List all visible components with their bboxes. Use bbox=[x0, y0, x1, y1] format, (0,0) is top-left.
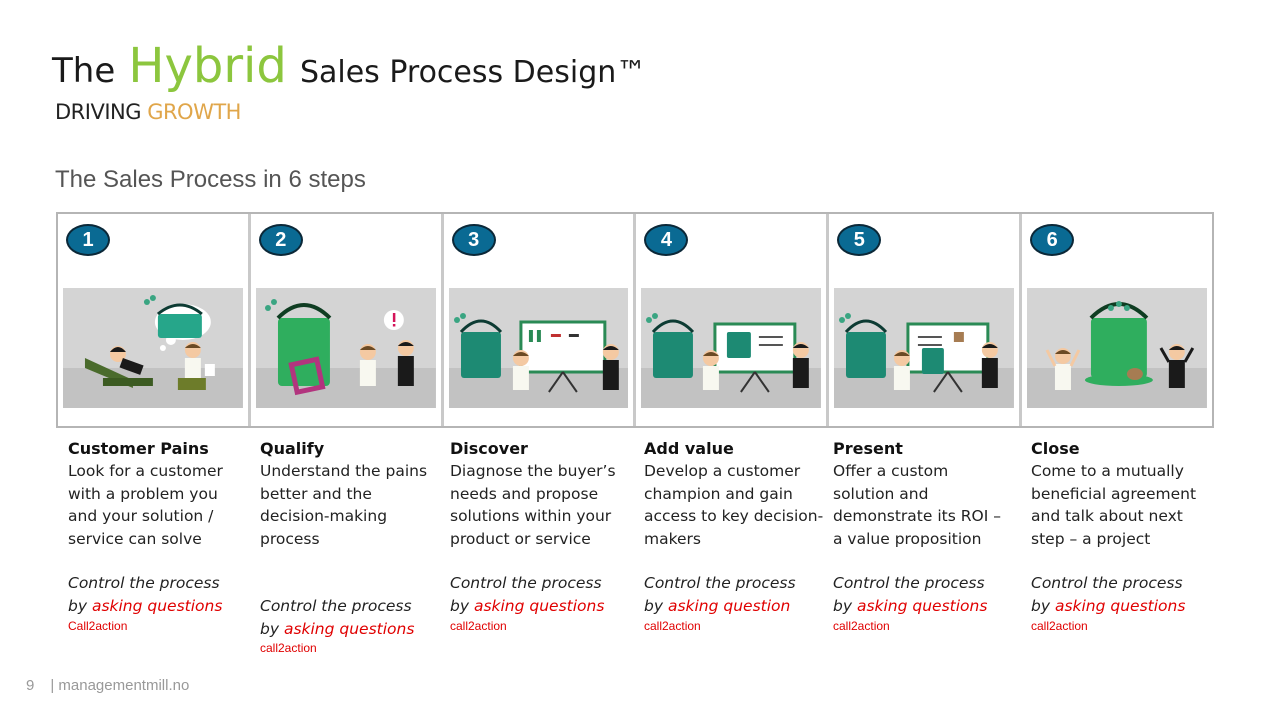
step-panel-5: 5 bbox=[829, 214, 1023, 426]
title-hybrid: Hybrid bbox=[128, 38, 287, 94]
step-panel-2: 2 bbox=[251, 214, 444, 426]
step-panel-3: 3 bbox=[444, 214, 637, 426]
discover-illustration bbox=[448, 288, 629, 408]
steps-illustration-strip: 1 2 bbox=[56, 212, 1214, 428]
section-subtitle: The Sales Process in 6 steps bbox=[55, 166, 366, 193]
step-number-badge: 3 bbox=[451, 224, 496, 256]
asking-questions-text: asking questions bbox=[856, 596, 988, 615]
step-body: Diagnose the buyer’s needs and propose s… bbox=[450, 462, 616, 548]
control-by: by bbox=[450, 596, 470, 615]
step-panel-6: 6 bbox=[1022, 214, 1212, 426]
call2action-label: call2action bbox=[644, 618, 701, 633]
control-line-1: Control the process bbox=[68, 574, 220, 593]
control-by: by bbox=[644, 596, 664, 615]
call2action-label: call2action bbox=[833, 618, 890, 633]
step-body: Develop a customer champion and gain acc… bbox=[644, 462, 824, 548]
control-process-note: Control the process by asking questions bbox=[833, 572, 1013, 617]
tagline-growth: GROWTH bbox=[147, 100, 241, 124]
call2action-label: Call2action bbox=[68, 618, 128, 633]
control-by: by bbox=[833, 596, 853, 615]
slide-footer: 9 | managementmill.no bbox=[26, 677, 189, 694]
step-description-2: Qualify Understand the pains better and … bbox=[260, 438, 440, 656]
asking-questions-text: asking questions bbox=[1054, 596, 1186, 615]
control-process-note: Control the process by asking questions bbox=[68, 572, 248, 617]
control-by: by bbox=[1031, 596, 1051, 615]
close-illustration bbox=[1027, 288, 1207, 408]
call2action-label: call2action bbox=[450, 618, 507, 633]
control-process-note: Control the process by asking question bbox=[644, 572, 824, 617]
control-line-1: Control the process bbox=[1031, 574, 1183, 593]
tagline-driving: DRIVING bbox=[55, 100, 142, 124]
step-title: Discover bbox=[450, 439, 528, 458]
step-description-1: Customer Pains Look for a customer with … bbox=[68, 438, 248, 634]
step-panel-1: 1 bbox=[58, 214, 251, 426]
page-number: 9 bbox=[26, 677, 35, 694]
control-line-1: Control the process bbox=[833, 574, 985, 593]
call2action-label: call2action bbox=[1031, 618, 1088, 633]
step-title: Present bbox=[833, 439, 903, 458]
step-panel-4: 4 bbox=[636, 214, 830, 426]
control-line-1: Control the process bbox=[644, 574, 796, 593]
asking-questions-text: asking questions bbox=[283, 619, 415, 638]
step-number-badge: 1 bbox=[66, 224, 110, 256]
control-by: by bbox=[260, 619, 280, 638]
title-rest: Sales Process Design™ bbox=[299, 55, 647, 90]
asking-questions-text: asking questions bbox=[473, 596, 605, 615]
step-description-6: Close Come to a mutually beneficial agre… bbox=[1031, 438, 1211, 634]
step-title: Qualify bbox=[260, 439, 325, 458]
asking-questions-text: asking questions bbox=[91, 596, 223, 615]
step-number-badge: 2 bbox=[258, 224, 303, 256]
step-description-5: Present Offer a custom solution and demo… bbox=[833, 438, 1013, 634]
step-body: Offer a custom solution and demonstrate … bbox=[833, 462, 1001, 548]
title-the: The bbox=[52, 51, 116, 91]
step-body: Understand the pains better and the deci… bbox=[260, 462, 428, 548]
step-title: Customer Pains bbox=[68, 439, 209, 458]
customer-pains-illustration bbox=[63, 288, 243, 408]
slide-title: The Hybrid Sales Process Design™ bbox=[52, 38, 646, 98]
step-title: Add value bbox=[644, 439, 734, 458]
asking-questions-text: asking question bbox=[667, 596, 791, 615]
call2action-label: call2action bbox=[260, 641, 317, 656]
step-body: Look for a customer with a problem you a… bbox=[68, 462, 223, 548]
step-description-3: Discover Diagnose the buyer’s needs and … bbox=[450, 438, 630, 634]
control-process-note: Control the process by asking questions bbox=[1031, 572, 1211, 617]
qualify-illustration bbox=[255, 288, 436, 408]
control-by: by bbox=[68, 596, 88, 615]
step-title: Close bbox=[1031, 439, 1080, 458]
present-illustration bbox=[834, 288, 1015, 408]
control-process-note: Control the process by asking questions bbox=[260, 595, 440, 640]
step-number-badge: 4 bbox=[644, 224, 689, 256]
step-body: Come to a mutually beneficial agreement … bbox=[1031, 462, 1197, 548]
add-value-illustration bbox=[641, 288, 822, 408]
tagline: DRIVING GROWTH bbox=[55, 100, 241, 124]
step-description-4: Add value Develop a customer champion an… bbox=[644, 438, 824, 634]
footer-site: | managementmill.no bbox=[50, 677, 190, 694]
step-number-badge: 5 bbox=[837, 224, 882, 256]
control-process-note: Control the process by asking questions bbox=[450, 572, 630, 617]
step-number-badge: 6 bbox=[1030, 224, 1075, 256]
control-line-1: Control the process bbox=[260, 596, 412, 615]
control-line-1: Control the process bbox=[450, 574, 602, 593]
